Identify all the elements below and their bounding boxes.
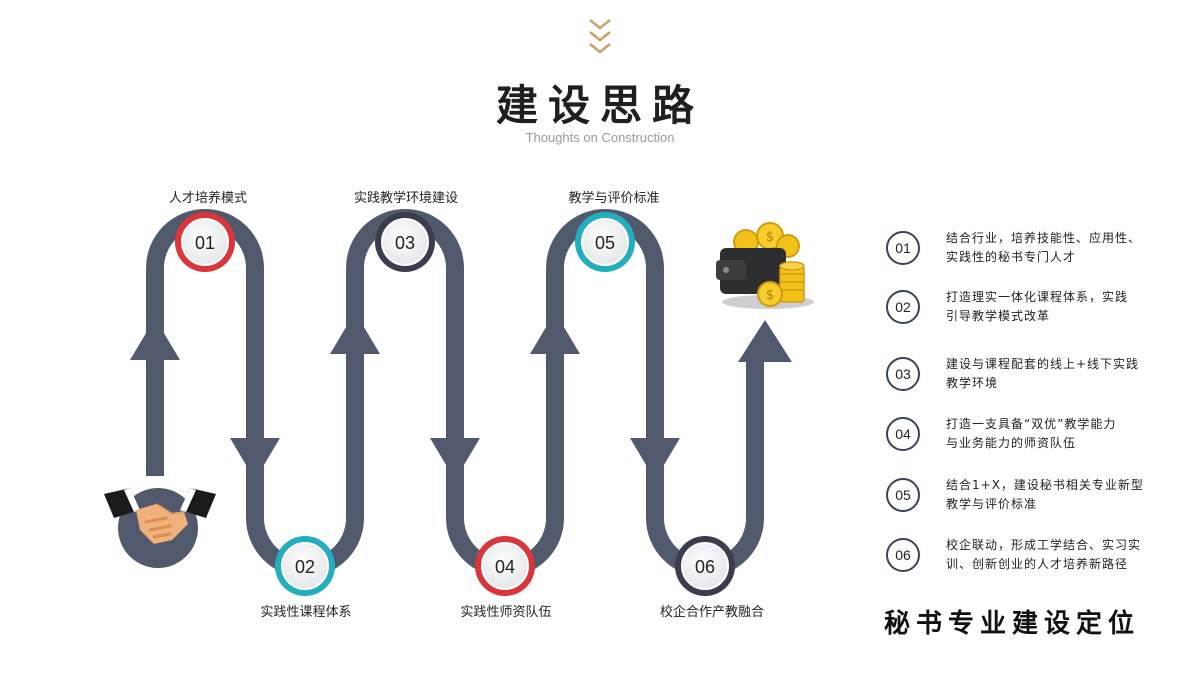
list-item: 05 结合1+X，建设秘书相关专业新型 教学与评价标准 — [886, 476, 1186, 516]
list-item: 01 结合行业，培养技能性、应用性、 实践性的秘书专门人才 — [886, 229, 1186, 269]
list-item: 04 打造一支具备“双优”教学能力 与业务能力的师资队伍 — [886, 415, 1186, 455]
svg-text:$: $ — [766, 230, 774, 245]
list-line: 结合行业，培养技能性、应用性、 — [946, 231, 1142, 245]
step-circle-06: 06 — [675, 536, 735, 596]
step-label-03: 实践教学环境建设 — [353, 191, 459, 206]
step-circles: 01 02 03 04 05 06 — [175, 212, 735, 596]
step-label-04: 实践性师资队伍 — [460, 605, 552, 620]
section-footer-title: 秘书专业建设定位 — [884, 609, 1141, 639]
arrow-up-7 — [738, 320, 792, 362]
svg-text:$: $ — [766, 288, 774, 303]
list-line: 教学环境 — [946, 376, 999, 390]
step-num-02: 02 — [295, 557, 315, 577]
list-line: 引导教学模式改革 — [946, 309, 1051, 323]
step-circle-03: 03 — [375, 212, 435, 272]
arrow-up-3 — [330, 312, 380, 354]
step-circle-04: 04 — [475, 536, 535, 596]
list-line: 结合1+X，建设秘书相关专业新型 — [946, 478, 1144, 492]
list-line: 与业务能力的师资队伍 — [946, 436, 1077, 450]
list-line: 训、创新创业的人才培养新路径 — [946, 557, 1129, 571]
arrow-down-2 — [230, 438, 280, 480]
list-line: 校企联动，形成工学结合、实习实 — [946, 538, 1142, 552]
page-subtitle: Thoughts on Construction — [525, 130, 675, 145]
step-num-05: 05 — [595, 233, 615, 253]
arrow-up-1 — [130, 318, 180, 360]
arrow-down-6 — [630, 438, 680, 480]
step-circle-02: 02 — [275, 536, 335, 596]
list-text-01: 结合行业，培养技能性、应用性、 实践性的秘书专门人才 — [946, 229, 1176, 267]
list-line: 教学与评价标准 — [946, 497, 1038, 511]
list-line: 建设与课程配套的线上+线下实践 — [946, 357, 1140, 371]
list-line: 打造一支具备“双优”教学能力 — [946, 417, 1117, 431]
list-num-04: 04 — [886, 417, 920, 451]
list-num-01: 01 — [886, 231, 920, 265]
list-line: 实践性的秘书专门人才 — [946, 250, 1077, 264]
list-num-03: 03 — [886, 357, 920, 391]
step-label-05: 教学与评价标准 — [568, 191, 660, 206]
page-title: 建设思路 — [495, 81, 704, 130]
arrow-down-4 — [430, 438, 480, 480]
arrow-up-5 — [530, 312, 580, 354]
step-circle-05: 05 — [575, 212, 635, 272]
step-num-04: 04 — [495, 557, 515, 577]
handshake-icon — [104, 488, 216, 568]
list-text-02: 打造理实一体化课程体系，实践 引导教学模式改革 — [946, 288, 1176, 326]
list-text-04: 打造一支具备“双优”教学能力 与业务能力的师资队伍 — [946, 415, 1176, 453]
list-num-06: 06 — [886, 538, 920, 572]
step-label-01: 人才培养模式 — [168, 191, 248, 206]
list-item: 06 校企联动，形成工学结合、实习实 训、创新创业的人才培养新路径 — [886, 536, 1186, 576]
chevrons-down-icon — [589, 19, 611, 54]
step-label-06: 校企合作产教融合 — [659, 605, 765, 620]
list-item: 02 打造理实一体化课程体系，实践 引导教学模式改革 — [886, 288, 1186, 328]
list-text-06: 校企联动，形成工学结合、实习实 训、创新创业的人才培养新路径 — [946, 536, 1176, 574]
step-num-03: 03 — [395, 233, 415, 253]
list-num-05: 05 — [886, 478, 920, 512]
step-circle-01: 01 — [175, 212, 235, 272]
list-line: 打造理实一体化课程体系，实践 — [946, 290, 1129, 304]
step-label-02: 实践性课程体系 — [260, 605, 352, 620]
list-text-03: 建设与课程配套的线上+线下实践 教学环境 — [946, 355, 1176, 393]
wallet-coins-icon: $ $ — [716, 222, 814, 309]
step-num-06: 06 — [695, 557, 715, 577]
list-num-02: 02 — [886, 290, 920, 324]
list-text-05: 结合1+X，建设秘书相关专业新型 教学与评价标准 — [946, 476, 1176, 514]
step-num-01: 01 — [195, 233, 215, 253]
list-item: 03 建设与课程配套的线上+线下实践 教学环境 — [886, 355, 1186, 395]
